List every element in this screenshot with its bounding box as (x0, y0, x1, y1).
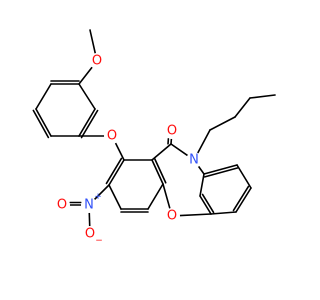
atom-o-ether-aryl: O (104, 128, 120, 144)
bond-line-double (105, 157, 123, 185)
bond-line-double (153, 157, 167, 184)
bond-line (151, 143, 172, 161)
bond-line (197, 165, 205, 175)
bond-lines (32, 29, 276, 227)
bond-line (78, 108, 96, 137)
bond-line (170, 143, 189, 157)
bond-line (249, 94, 276, 99)
bond-line (78, 83, 96, 110)
atom-o-methoxy-label: O (92, 54, 102, 69)
bond-line (35, 83, 52, 110)
bond-line (196, 129, 211, 154)
bond-line (114, 142, 125, 161)
bond-line (35, 108, 52, 137)
atom-o-nitro-single: O − (82, 226, 103, 246)
bond-line (108, 159, 125, 186)
atom-o-nitro-double: O (54, 197, 70, 213)
atom-n-amide: N (186, 152, 202, 168)
bond-line-double (201, 193, 215, 214)
bond-line (147, 183, 164, 210)
atom-o-ring-label: O (167, 209, 177, 224)
bond-line-double (203, 167, 239, 178)
bond-line-double (32, 109, 50, 139)
atom-o-nitro-single-charge: − (95, 236, 103, 246)
structure-diagram: O O O N O N + O O − (32, 29, 276, 246)
bond-line (199, 173, 205, 197)
bond-line (89, 29, 97, 54)
bond-line (234, 97, 251, 118)
bond-line (236, 164, 252, 189)
atom-n-amide-label: N (189, 153, 199, 168)
atom-o-nitro-double-label: O (57, 198, 67, 213)
bond-line (235, 187, 252, 213)
bond-line (179, 213, 212, 217)
atom-o-methoxy: O (89, 53, 105, 69)
bond-line-double (80, 109, 99, 139)
atom-o-carbonyl-label: O (167, 124, 177, 139)
bond-line (209, 116, 236, 131)
atom-o-nitro-single-label: O (85, 227, 95, 242)
atom-n-nitro: N + (81, 192, 102, 213)
bond-line-double (232, 185, 250, 212)
atom-n-nitro-charge: + (94, 192, 102, 202)
atom-o-ring: O (164, 208, 180, 224)
bond-line (162, 183, 171, 210)
bond-line (199, 195, 212, 215)
bond-line (210, 211, 237, 215)
atom-n-nitro-label: N (84, 198, 94, 213)
bond-line (108, 184, 122, 210)
atom-o-carbonyl: O (164, 123, 180, 139)
bond-line (93, 184, 110, 201)
bond-line (78, 66, 93, 85)
bond-line (151, 159, 164, 185)
bond-line (203, 164, 238, 175)
atom-o-ether-aryl-label: O (107, 129, 117, 144)
